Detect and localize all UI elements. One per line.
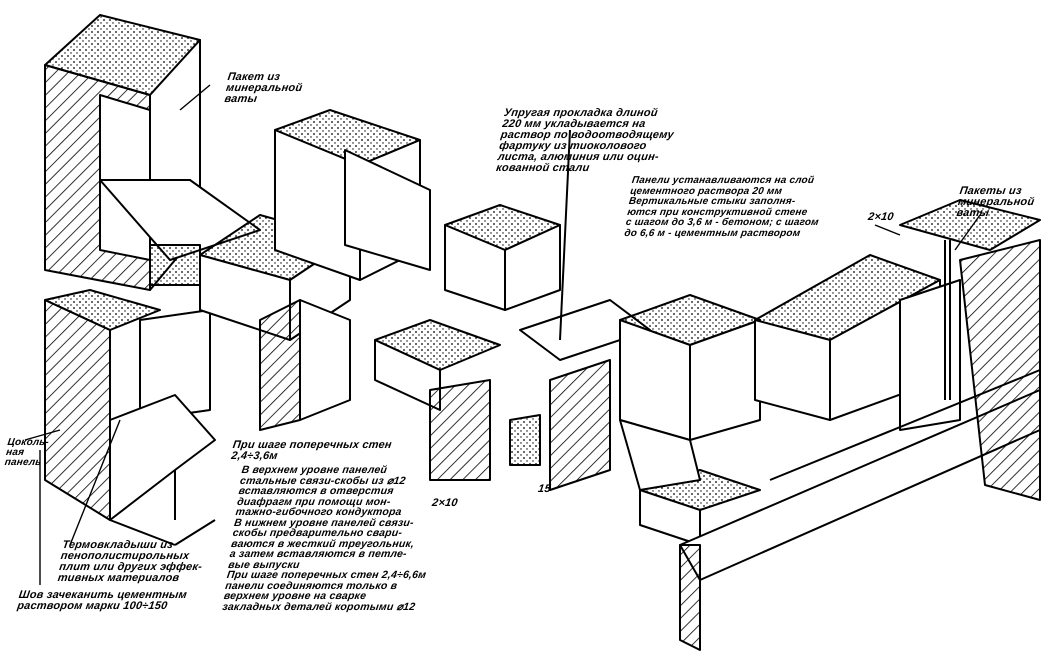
note-step-heading: При шаге поперечных стен 2,4÷3,6м bbox=[230, 439, 393, 462]
note-mineral-wool-left: Пакет из минеральной ваты bbox=[223, 71, 304, 105]
center-panels bbox=[199, 109, 651, 491]
dimension-2x10-mid: 2×10 bbox=[431, 497, 459, 509]
note-panel-installation: Панели устанавливаются на слой цементног… bbox=[623, 175, 820, 239]
right-panels bbox=[619, 199, 1041, 651]
dimension-2x10-right: 2×10 bbox=[867, 211, 895, 223]
note-thermal-inserts: Термовкладыши из пенополистирольных плит… bbox=[56, 539, 203, 584]
upper-left-panel bbox=[44, 14, 261, 291]
note-seam: Шов зачеканить цементным раствором марки… bbox=[16, 589, 188, 612]
note-gasket: Упругая прокладка длиной 220 мм укладыва… bbox=[495, 107, 675, 174]
leader-lines bbox=[24, 84, 981, 585]
dimension-15: 15 bbox=[537, 483, 552, 495]
note-mineral-wool-right: Пакеты из минеральной ваты bbox=[955, 185, 1036, 219]
note-ties: В верхнем уровне панелей стальные связи-… bbox=[221, 464, 428, 613]
lower-left-panel bbox=[44, 289, 216, 546]
note-plinth-panel: Цоколь- ная панель bbox=[3, 437, 50, 468]
